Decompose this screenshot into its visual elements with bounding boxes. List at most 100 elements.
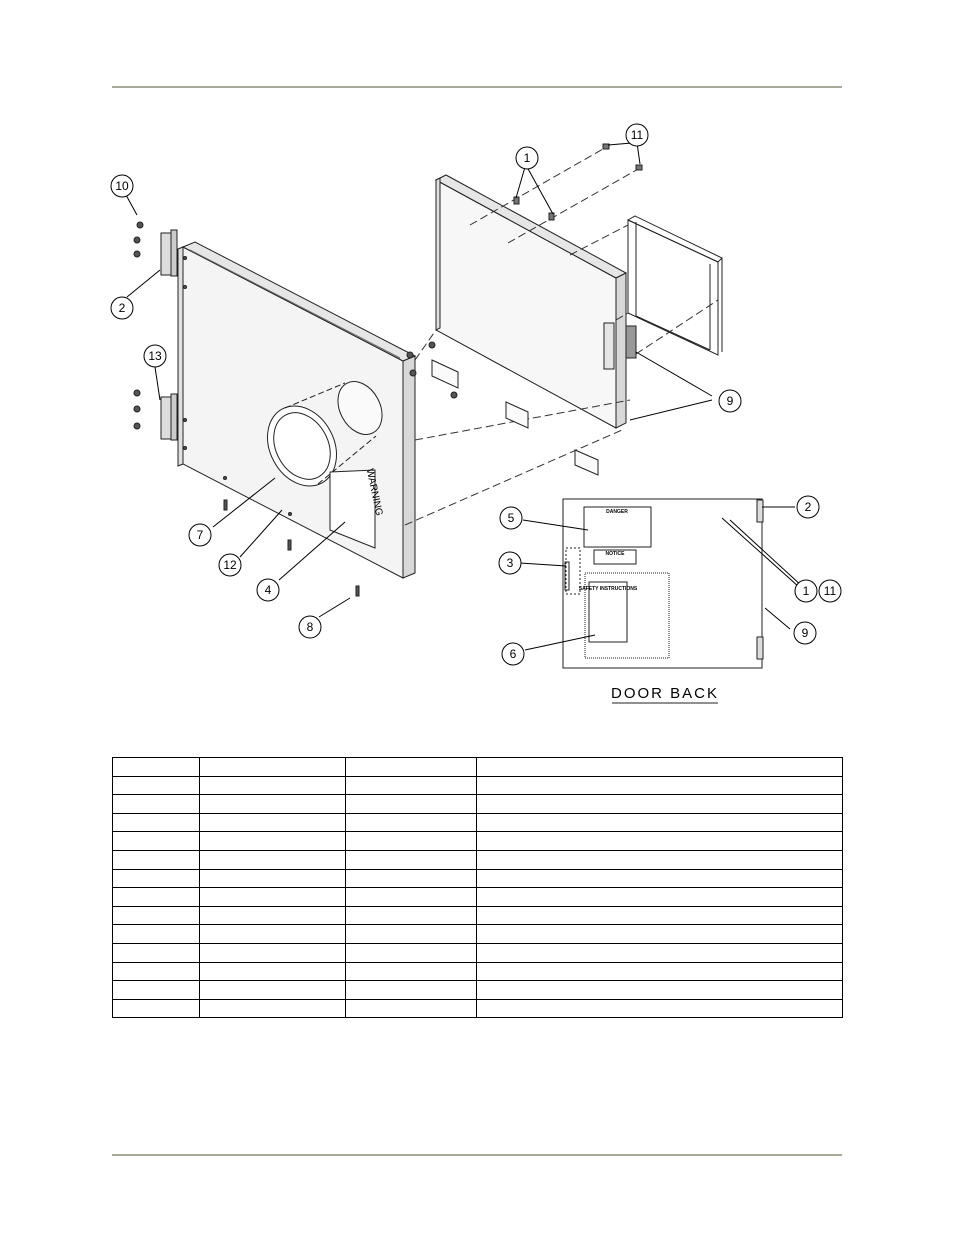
- table-cell: [345, 794, 477, 814]
- callout-4: 4: [265, 583, 272, 597]
- table-cell: [112, 757, 200, 777]
- table-row: [112, 998, 843, 1019]
- table-cell: [476, 775, 843, 796]
- table-cell: [345, 831, 477, 851]
- table-cell: [112, 812, 200, 833]
- table-cell: [112, 887, 200, 907]
- table-row: [112, 812, 843, 833]
- table-cell: [112, 794, 200, 814]
- table-cell: [476, 794, 843, 814]
- door-back-title: DOOR BACK: [611, 685, 719, 702]
- table-row: [112, 905, 843, 926]
- table-cell: [112, 831, 200, 851]
- table-cell: [476, 998, 843, 1019]
- table-cell: [199, 794, 346, 814]
- table-cell: [476, 942, 843, 963]
- table-cell: [476, 924, 843, 944]
- table-cell: [112, 942, 200, 963]
- callout-11-inset: 11: [824, 584, 837, 598]
- table-cell: [199, 905, 346, 926]
- table-cell: [199, 849, 346, 870]
- table-cell: [476, 905, 843, 926]
- table-cell: [476, 757, 843, 777]
- table-cell: [112, 961, 200, 982]
- table-cell: [345, 998, 477, 1019]
- table-row: [112, 831, 843, 851]
- table-row: [112, 868, 843, 889]
- hinge-screws: [133, 221, 187, 450]
- table-cell: [345, 868, 477, 889]
- table-cell: [199, 757, 346, 777]
- table-cell: [199, 942, 346, 963]
- table-cell: [476, 980, 843, 1000]
- table-cell: [199, 980, 346, 1000]
- callout-13: 13: [148, 349, 162, 363]
- callout-10: 10: [115, 179, 129, 193]
- table-cell: [112, 775, 200, 796]
- parts-table: [112, 757, 843, 1019]
- exploded-assembly-diagram: 10 2 13 7 12 4 8 1 11 9 5 3 6 2 1 11 9 W…: [110, 123, 842, 704]
- table-cell: [345, 961, 477, 982]
- fan-ring: [267, 381, 383, 487]
- table-cell: [112, 868, 200, 889]
- header-rule: [112, 86, 842, 88]
- warning-decal: [329, 469, 376, 549]
- danger-label: DANGER: [606, 509, 628, 515]
- table-cell: [199, 868, 346, 889]
- mid-screws: [406, 341, 458, 399]
- table-row: [112, 942, 843, 963]
- table-cell: [476, 831, 843, 851]
- callout-circles: [110, 123, 842, 666]
- callout-1-inset: 1: [803, 584, 810, 598]
- hanging-hardware: [431, 143, 643, 476]
- table-cell: [476, 849, 843, 870]
- callout-11: 11: [631, 128, 644, 142]
- table-cell: [345, 905, 477, 926]
- callout-2-inset: 2: [805, 500, 812, 514]
- table-cell: [345, 980, 477, 1000]
- table-cell: [199, 812, 346, 833]
- table-cell: [199, 961, 346, 982]
- table-row: [112, 794, 843, 814]
- table-cell: [112, 849, 200, 870]
- callout-7: 7: [197, 528, 204, 542]
- table-cell: [345, 849, 477, 870]
- table-row: [112, 775, 843, 796]
- callout-9-inset: 9: [802, 626, 809, 640]
- table-cell: [112, 924, 200, 944]
- callout-3: 3: [507, 556, 514, 570]
- table-row: [112, 849, 843, 870]
- door-back-inset: [562, 498, 764, 704]
- table-cell: [199, 775, 346, 796]
- table-cell: [345, 757, 477, 777]
- table-cell: [476, 887, 843, 907]
- table-cell: [112, 905, 200, 926]
- table-cell: [199, 887, 346, 907]
- bottom-screws: [223, 476, 360, 597]
- hinge-lower: [160, 393, 178, 441]
- table-cell: [345, 942, 477, 963]
- table-row: [112, 924, 843, 944]
- table-cell: [476, 961, 843, 982]
- notice-label: NOTICE: [606, 551, 626, 557]
- table-cell: [345, 812, 477, 833]
- callout-5: 5: [508, 511, 515, 525]
- callout-9: 9: [727, 394, 734, 408]
- callout-6: 6: [510, 647, 517, 661]
- table-row: [112, 757, 843, 777]
- table-cell: [345, 775, 477, 796]
- table-row: [112, 961, 843, 982]
- table-row: [112, 887, 843, 907]
- table-cell: [345, 924, 477, 944]
- callout-1: 1: [524, 151, 531, 165]
- callout-12: 12: [223, 558, 237, 572]
- safety-label: SAFETY INSTRUCTIONS: [579, 586, 638, 592]
- callout-2: 2: [119, 301, 126, 315]
- table-row: [112, 980, 843, 1000]
- table-cell: [345, 887, 477, 907]
- table-cell: [112, 980, 200, 1000]
- table-cell: [112, 998, 200, 1019]
- table-cell: [199, 831, 346, 851]
- footer-rule: [112, 1154, 842, 1156]
- table-cell: [476, 868, 843, 889]
